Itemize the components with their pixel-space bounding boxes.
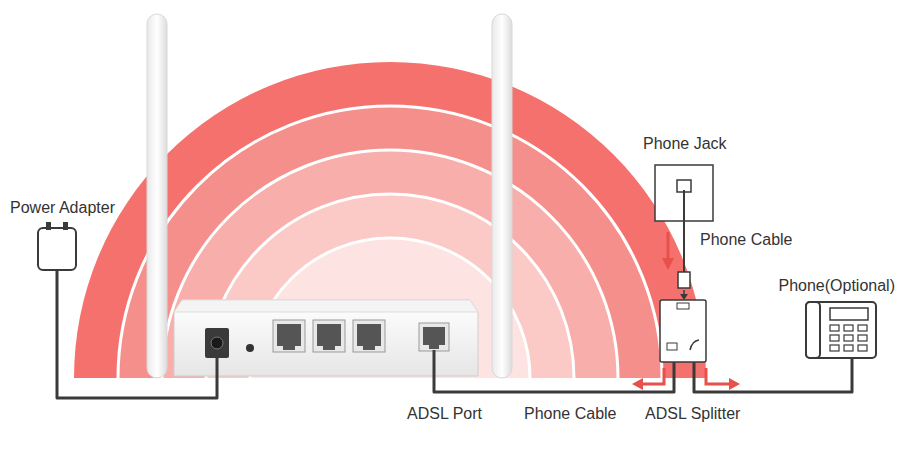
lan-port-socket bbox=[283, 346, 295, 350]
direction-arrow bbox=[706, 368, 732, 384]
lan-port-socket bbox=[277, 324, 301, 346]
phone-display bbox=[830, 308, 868, 320]
lan-port-socket bbox=[317, 324, 341, 346]
phone-cable bbox=[694, 358, 852, 392]
phone-key bbox=[844, 325, 853, 331]
phone-handset bbox=[806, 302, 820, 358]
router-case bbox=[174, 300, 478, 376]
arc-band bbox=[162, 150, 618, 378]
callout-label: Phone Cable bbox=[524, 404, 617, 423]
phone-cable bbox=[683, 190, 685, 272]
router-body bbox=[174, 300, 478, 376]
adapter-pin bbox=[46, 222, 51, 230]
phone-cable bbox=[434, 350, 674, 392]
direction-arrow-head bbox=[632, 378, 643, 390]
direction-arrow bbox=[667, 232, 670, 262]
phone-base bbox=[806, 302, 876, 358]
power-port-hole bbox=[211, 337, 223, 349]
callout-label: ADSL Port bbox=[407, 404, 482, 423]
adsl-port-socket bbox=[429, 345, 439, 349]
power-adapter bbox=[38, 222, 217, 398]
lan-port-socket bbox=[363, 346, 375, 350]
phone-key bbox=[858, 325, 867, 331]
direction-arrow-head bbox=[662, 258, 674, 270]
antennas bbox=[147, 14, 512, 378]
direction-arrow-head bbox=[729, 378, 740, 390]
phone-key bbox=[830, 325, 839, 331]
adapter-pin bbox=[63, 222, 68, 230]
phone-keys bbox=[830, 325, 867, 351]
callout-label: Phone Jack bbox=[643, 134, 727, 153]
phone-key bbox=[858, 345, 867, 351]
adsl-splitter bbox=[434, 300, 852, 392]
arc-band bbox=[118, 106, 662, 378]
lan-port-socket bbox=[323, 346, 335, 350]
adsl-port-socket bbox=[423, 327, 445, 345]
telephone bbox=[806, 302, 876, 358]
lan-port bbox=[353, 320, 385, 352]
lan-port bbox=[313, 320, 345, 352]
lan-port-socket bbox=[357, 324, 381, 346]
callout-label: Phone(Optional) bbox=[778, 276, 895, 295]
phone-icon bbox=[690, 340, 699, 350]
plug-arrow-head bbox=[680, 294, 688, 300]
antenna bbox=[492, 14, 512, 378]
phone-key bbox=[844, 345, 853, 351]
splitter-body bbox=[660, 300, 706, 362]
callout-label: ADSL Splitter bbox=[645, 404, 740, 423]
arc-band bbox=[74, 62, 706, 378]
signal-arcs bbox=[74, 62, 706, 378]
phone-key bbox=[830, 335, 839, 341]
phone-key bbox=[844, 335, 853, 341]
phone-key bbox=[858, 335, 867, 341]
power-cable bbox=[57, 270, 217, 398]
cable-plug bbox=[678, 272, 690, 288]
router-top bbox=[174, 300, 478, 312]
splitter-port bbox=[677, 303, 689, 309]
callout-label: Phone Cable bbox=[700, 230, 793, 249]
power-port bbox=[205, 328, 229, 358]
adapter-body bbox=[38, 228, 76, 270]
phone-key bbox=[830, 345, 839, 351]
modem-icon bbox=[667, 343, 677, 350]
adsl-port bbox=[419, 323, 449, 351]
callout-label: Power Adapter bbox=[10, 198, 115, 217]
lan-ports bbox=[273, 320, 385, 352]
lan-port bbox=[273, 320, 305, 352]
direction-arrow bbox=[640, 368, 664, 384]
antenna bbox=[147, 14, 167, 378]
reset-button bbox=[246, 344, 254, 352]
